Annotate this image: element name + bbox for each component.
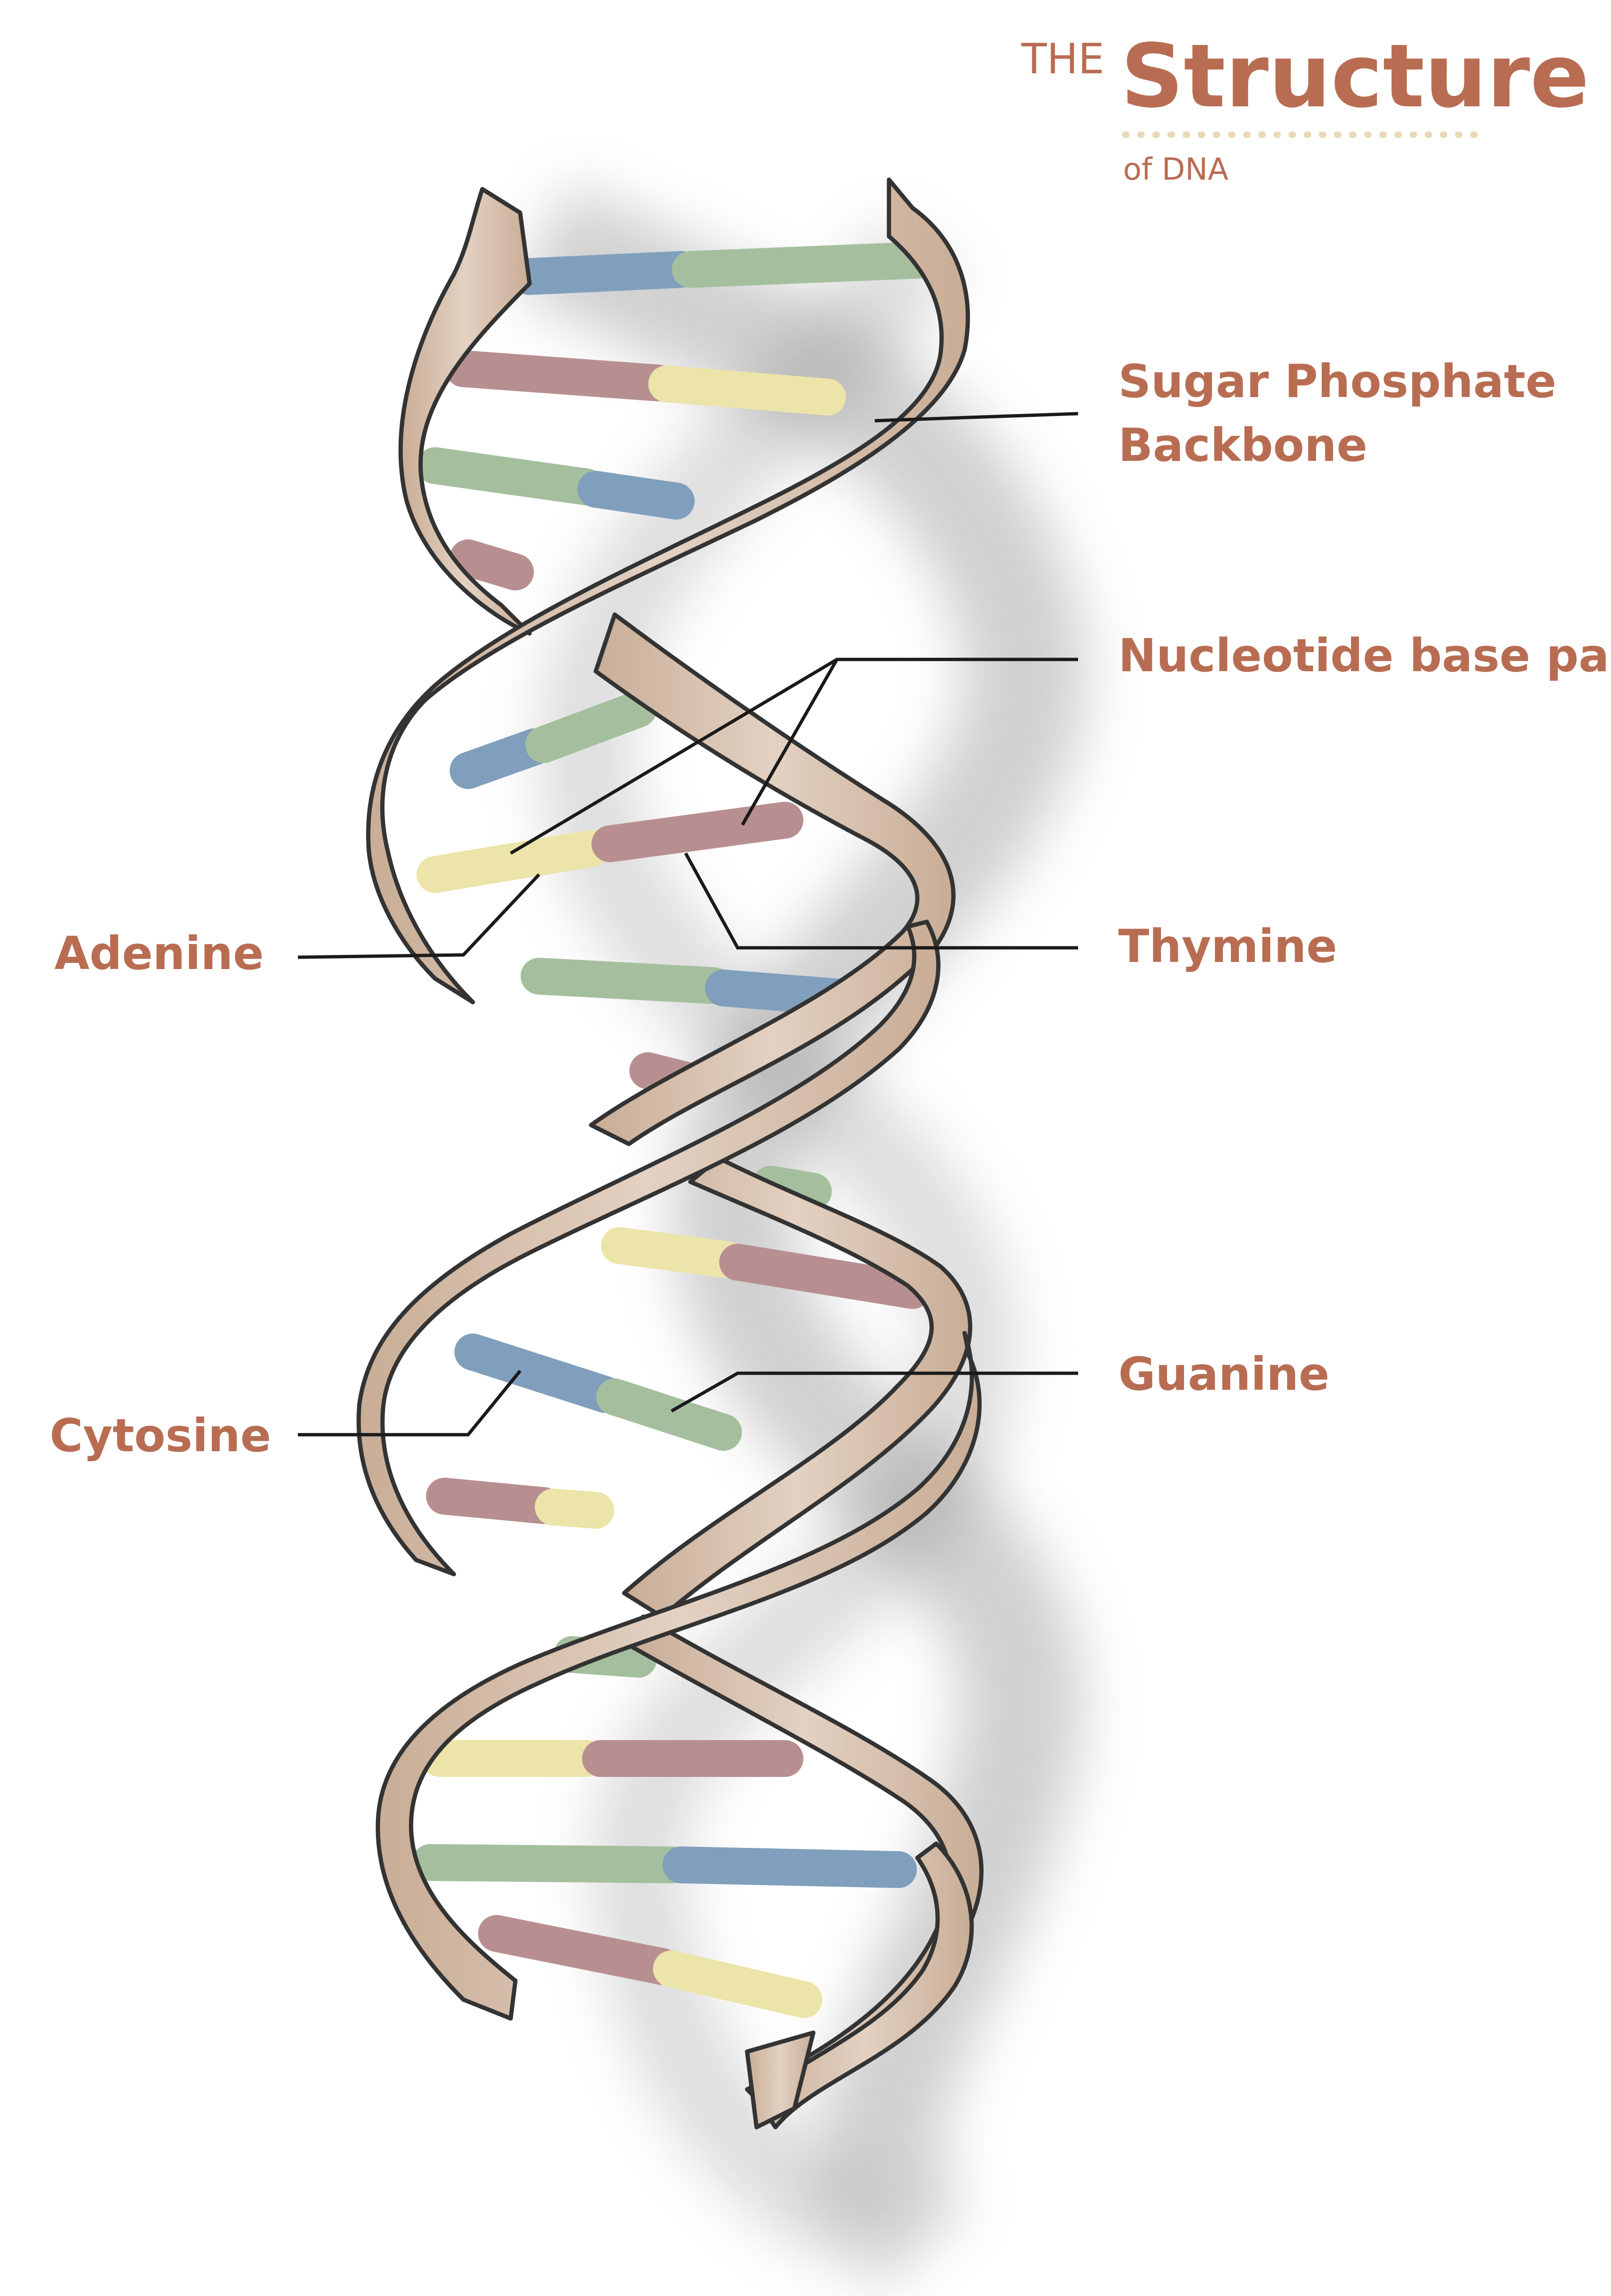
base-adenine bbox=[648, 365, 846, 416]
base-guanine bbox=[417, 447, 605, 505]
base-adenine bbox=[601, 1227, 747, 1278]
backbone-segment bbox=[375, 1331, 982, 2021]
base-cytosine bbox=[577, 471, 695, 520]
backbone-strand-front bbox=[357, 177, 982, 2130]
base-guanine bbox=[521, 958, 732, 1004]
leader-lines bbox=[297, 412, 1079, 1437]
base-thymine bbox=[450, 539, 534, 590]
labels: Sugar Phosphate Backbone Nucleotide base… bbox=[50, 355, 1611, 1462]
base-thymine bbox=[426, 1478, 562, 1524]
leader-sugar-phosphate bbox=[874, 412, 1079, 423]
backbone-segment bbox=[357, 919, 940, 1577]
base-guanine-labelled bbox=[596, 1378, 742, 1451]
backbone-segment bbox=[366, 177, 970, 1005]
label-guanine: Guanine bbox=[1118, 1348, 1330, 1401]
label-thymine: Thymine bbox=[1118, 920, 1337, 973]
base-thymine bbox=[445, 350, 676, 401]
backbone-segment bbox=[589, 612, 956, 1146]
base-cytosine bbox=[450, 728, 553, 789]
label-cytosine: Cytosine bbox=[50, 1409, 271, 1462]
title-prefix: THE bbox=[1021, 35, 1105, 83]
base-adenine bbox=[653, 1950, 822, 2018]
base-thymine bbox=[719, 1244, 931, 1309]
label-sugar-phosphate-line2: Backbone bbox=[1118, 419, 1367, 472]
base-cytosine-labelled bbox=[454, 1334, 624, 1413]
leader-adenine bbox=[297, 873, 540, 959]
backbone-segment bbox=[398, 187, 532, 636]
leader-guanine bbox=[671, 1371, 1078, 1413]
base-cytosine bbox=[662, 1846, 917, 1888]
label-adenine: Adenine bbox=[54, 927, 264, 980]
backbone-strand-back bbox=[398, 187, 984, 2111]
backbone-end bbox=[745, 2030, 816, 2130]
title-main: Structure bbox=[1121, 25, 1589, 127]
base-thymine-labelled bbox=[592, 802, 803, 862]
leader-nucleotide-base-pair bbox=[510, 658, 1078, 855]
base-guanine bbox=[412, 1844, 690, 1883]
base-thymine bbox=[478, 1915, 680, 1985]
label-nucleotide-base-pair: Nucleotide base pair bbox=[1118, 629, 1611, 682]
label-sugar-phosphate-line1: Sugar Phosphate bbox=[1118, 355, 1556, 408]
leader-thymine bbox=[684, 852, 1078, 950]
title-sub: of DNA bbox=[1123, 152, 1228, 187]
base-adenine-labelled bbox=[417, 830, 610, 893]
base-adenine bbox=[535, 1489, 614, 1529]
base-cytosine bbox=[511, 251, 699, 295]
base-pairs bbox=[412, 242, 940, 2018]
title-block: THE Structure of DNA bbox=[1021, 25, 1589, 187]
leader-cytosine bbox=[298, 1369, 522, 1437]
base-guanine bbox=[672, 242, 940, 288]
base-guanine bbox=[525, 691, 657, 763]
